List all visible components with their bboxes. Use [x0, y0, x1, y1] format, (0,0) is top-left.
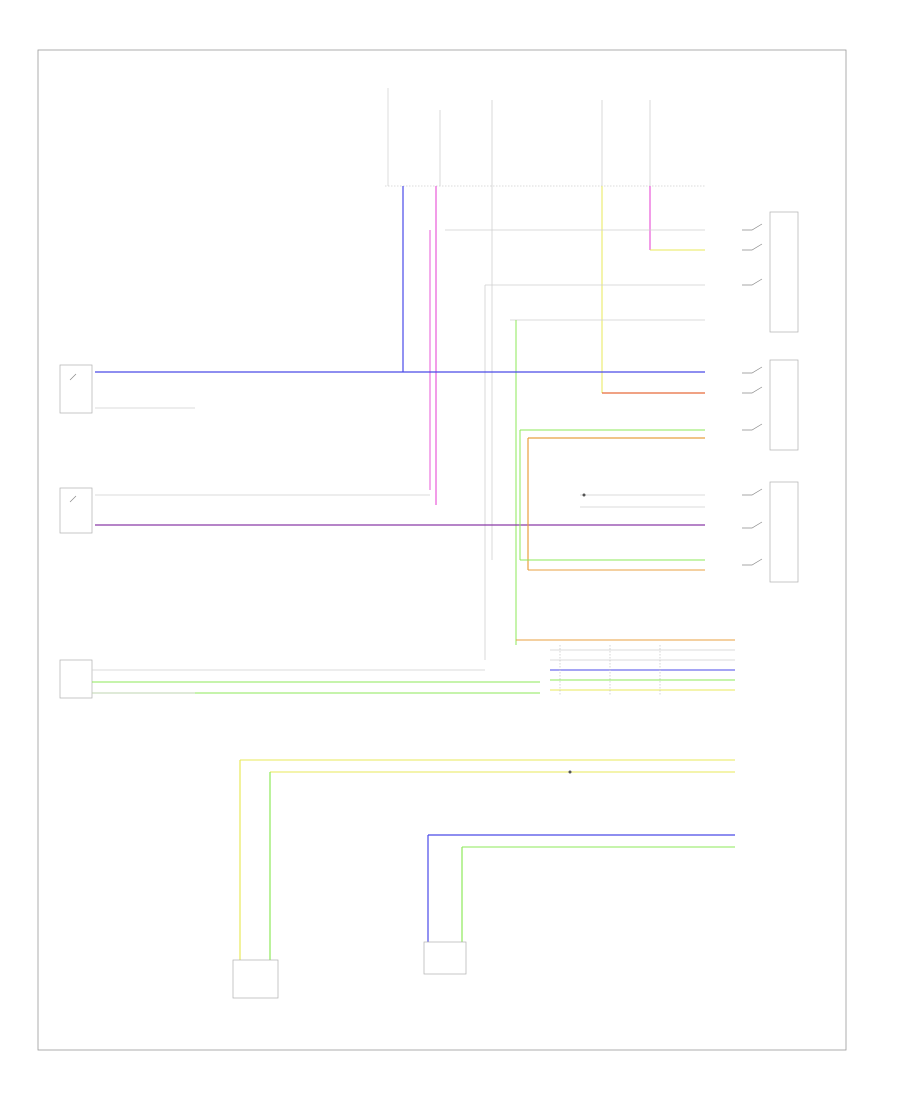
cruise-switch-left-symbol: [59, 487, 93, 534]
abs-module: [423, 941, 467, 975]
clutch-switch-box: [59, 659, 93, 699]
switch-box-1: [769, 211, 799, 333]
switch-symbol-3: [742, 278, 763, 286]
cruise-switch-left-contact: [69, 495, 77, 503]
abs-module-box: [423, 941, 467, 975]
cruise-switch-right-box: [59, 364, 93, 414]
switch-symbol-5: [742, 386, 763, 394]
switch-symbol-9: [742, 558, 763, 566]
switch-symbol-8: [742, 521, 763, 529]
pcm-connector-block: [516, 639, 735, 695]
cruise-switch-left-box: [59, 487, 93, 534]
cruise-switch-right-contact: [69, 373, 77, 381]
diagram-frame: [37, 49, 847, 1051]
switch-box-3: [769, 481, 799, 583]
switch-symbol-4: [742, 366, 763, 374]
cruise-switch-right-symbol: [59, 364, 93, 414]
clutch-switch-assembly: [59, 659, 540, 699]
switch-stack-right: [742, 211, 799, 583]
splice-dot-2: [568, 770, 572, 774]
switch-symbol-2: [742, 243, 763, 251]
switch-symbol-1: [742, 223, 763, 231]
switch-box-2: [769, 359, 799, 451]
switch-symbol-7: [742, 488, 763, 496]
brake-pedal-sensor: [232, 959, 279, 999]
switch-symbol-6: [742, 423, 763, 431]
brake-pedal-sensor-box: [232, 959, 279, 999]
fuse-block: [385, 88, 705, 187]
splice-dot-1: [582, 493, 586, 497]
